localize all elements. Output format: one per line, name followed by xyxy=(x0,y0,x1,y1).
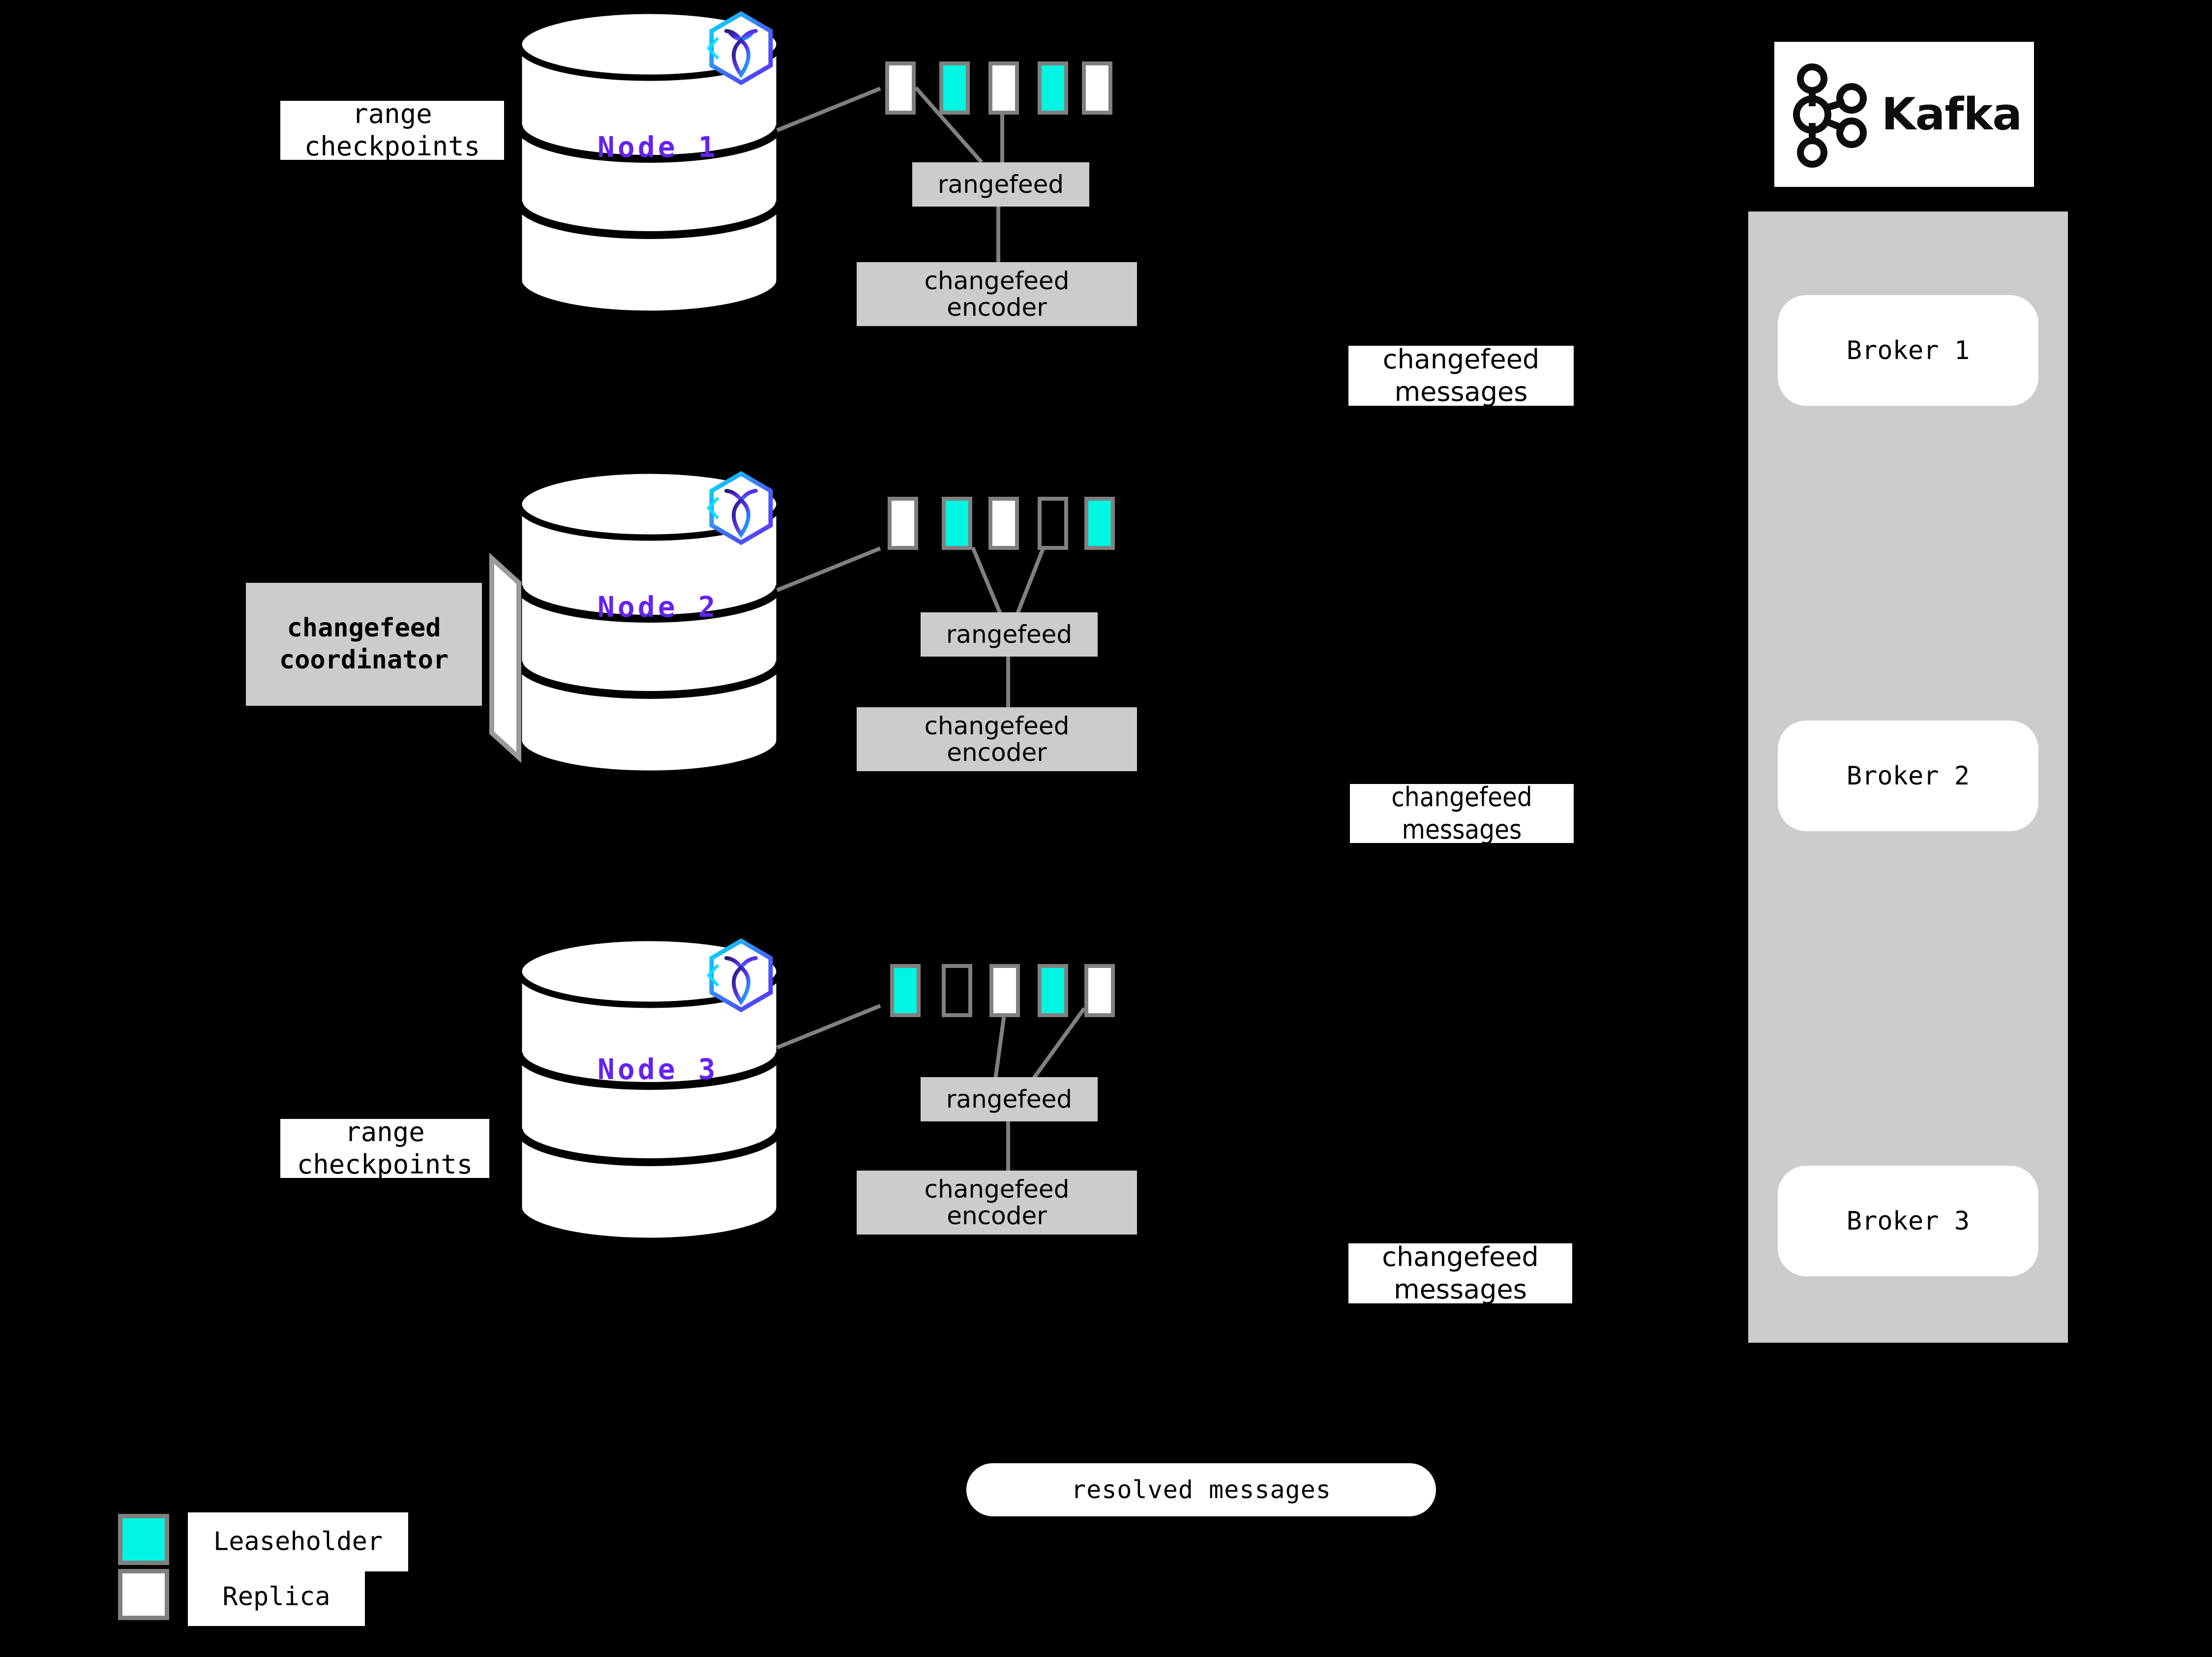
encoder-line-2: encoder xyxy=(947,1202,1047,1230)
node-3-changefeed-encoder-box[interactable]: changefeed encoder xyxy=(857,1171,1137,1235)
range-box[interactable] xyxy=(888,497,918,550)
kafka-logo-plate: Kafka xyxy=(1774,42,2034,187)
cockroachdb-logo-icon xyxy=(706,938,773,1013)
range-box[interactable] xyxy=(989,964,1020,1017)
changefeed-messages-line-2: messages xyxy=(1402,814,1522,845)
node-1-label: Node 1 xyxy=(598,130,718,164)
range-box[interactable] xyxy=(885,61,916,115)
range-box[interactable] xyxy=(988,497,1019,550)
changefeed-messages-label-2: changefeed messages xyxy=(1350,782,1574,845)
range-checkpoints-label-bottom: range checkpoints xyxy=(280,1116,489,1180)
range-box[interactable] xyxy=(1038,61,1068,115)
range-checkpoints-line-2: checkpoints xyxy=(297,1149,473,1180)
broker-3[interactable]: Broker 3 xyxy=(1778,1166,2038,1276)
range-box[interactable] xyxy=(942,964,972,1017)
cockroachdb-logo-icon xyxy=(706,11,773,86)
changefeed-messages-line-2: messages xyxy=(1394,1274,1527,1305)
range-checkpoints-line-1: range xyxy=(352,98,432,130)
encoder-line-1: changefeed xyxy=(924,267,1070,295)
legend-swatch-leaseholder xyxy=(118,1514,169,1565)
coordinator-line-1: changefeed xyxy=(287,613,441,643)
kafka-inbound-arrow-icon xyxy=(2059,329,2080,350)
changefeed-messages-label-3: changefeed messages xyxy=(1348,1241,1572,1305)
node-1-rangefeed-box[interactable]: rangefeed xyxy=(912,162,1089,207)
legend-label-leaseholder: Leaseholder xyxy=(213,1527,383,1557)
kafka-mark-icon xyxy=(1793,63,1867,168)
kafka-wordmark: Kafka xyxy=(1881,89,2022,140)
range-box[interactable] xyxy=(1084,497,1115,550)
changefeed-messages-line-2: messages xyxy=(1394,376,1528,407)
node-2-label: Node 2 xyxy=(598,590,718,624)
changefeed-messages-line-1: changefeed xyxy=(1382,344,1540,375)
range-box[interactable] xyxy=(939,61,970,115)
node-3-connectors xyxy=(776,1004,1086,1171)
range-checkpoints-line-2: checkpoints xyxy=(304,131,480,162)
legend-label-replica: Replica xyxy=(222,1582,330,1612)
encoder-line-2: encoder xyxy=(947,738,1047,767)
range-box[interactable] xyxy=(890,964,921,1017)
range-box[interactable] xyxy=(988,61,1019,115)
changefeed-messages-label-1: changefeed messages xyxy=(1348,344,1574,407)
range-box[interactable] xyxy=(1084,964,1115,1017)
broker-1[interactable]: Broker 1 xyxy=(1778,295,2038,406)
node-3-rangefeed-box[interactable]: rangefeed xyxy=(921,1077,1098,1121)
node-2-rangefeed-box[interactable]: rangefeed xyxy=(921,612,1098,657)
node-1-changefeed-encoder-box[interactable]: changefeed encoder xyxy=(857,262,1137,326)
resolved-messages-pill[interactable]: resolved messages xyxy=(966,1463,1436,1516)
legend-label-leaseholder-plate: Leaseholder xyxy=(188,1512,408,1571)
coordinator-line-2: coordinator xyxy=(279,645,449,675)
cockroachdb-logo-icon xyxy=(706,471,773,545)
range-box[interactable] xyxy=(1082,61,1112,115)
legend-swatch-replica xyxy=(118,1569,169,1620)
broker-2[interactable]: Broker 2 xyxy=(1778,721,2038,831)
range-box[interactable] xyxy=(1038,497,1068,550)
legend-label-replica-plate: Replica xyxy=(188,1568,365,1626)
node-1-connectors xyxy=(776,86,1004,263)
range-box[interactable] xyxy=(942,497,972,550)
changefeed-coordinator-box[interactable]: changefeed coordinator xyxy=(246,583,482,706)
coordinator-banner-tail xyxy=(489,552,521,763)
changefeed-messages-line-1: changefeed xyxy=(1382,1241,1539,1273)
node-3-label: Node 3 xyxy=(598,1053,718,1086)
changefeed-messages-line-1: changefeed xyxy=(1391,782,1532,813)
range-checkpoints-label-top: range checkpoints xyxy=(280,98,504,162)
encoder-line-2: encoder xyxy=(947,293,1047,322)
kafka-broker-container: Broker 1 Broker 2 Broker 3 xyxy=(1748,211,2068,1343)
node-2-changefeed-encoder-box[interactable]: changefeed encoder xyxy=(857,707,1137,771)
encoder-line-1: changefeed xyxy=(924,712,1070,740)
range-checkpoints-line-1: range xyxy=(345,1116,425,1148)
range-box[interactable] xyxy=(1038,964,1068,1017)
encoder-line-1: changefeed xyxy=(924,1175,1070,1204)
